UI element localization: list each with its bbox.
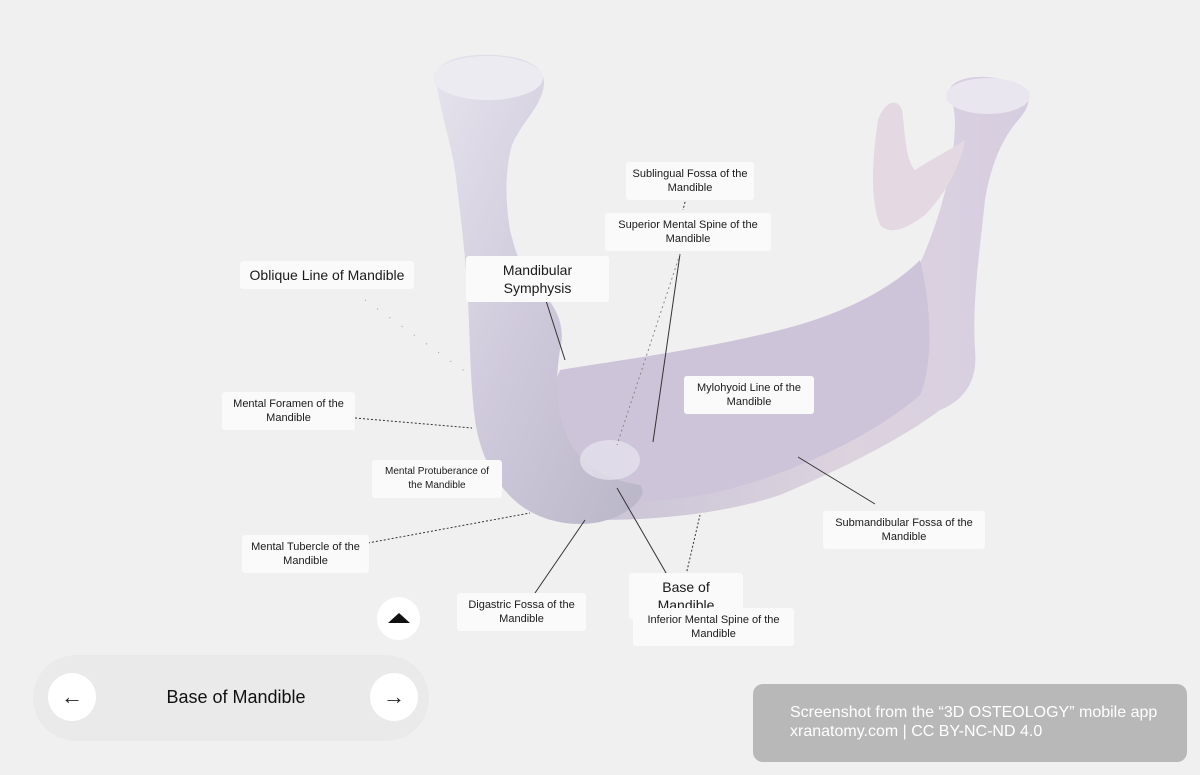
label-mental-foramen[interactable]: Mental Foramen of the Mandible — [222, 392, 355, 430]
current-structure-title: Base of Mandible — [166, 687, 306, 707]
next-structure-button[interactable]: → — [370, 673, 418, 721]
left-condyle — [433, 56, 543, 100]
label-digastric-fossa[interactable]: Digastric Fossa of the Mandible — [457, 593, 586, 631]
arrow-right-icon: → — [383, 684, 405, 709]
label-mylohyoid-line[interactable]: Mylohyoid Line of the Mandible — [684, 376, 814, 414]
toggle-panel-button[interactable] — [377, 597, 420, 640]
caret-up-icon — [388, 613, 410, 623]
label-oblique-line[interactable]: Oblique Line of Mandible — [240, 261, 414, 289]
label-mandibular-symphysis[interactable]: Mandibular Symphysis — [466, 256, 609, 302]
right-condyle — [946, 78, 1030, 114]
structure-navigator: ← Base of Mandible → — [33, 655, 429, 741]
previous-structure-button[interactable]: ← — [48, 673, 96, 721]
label-sublingual-fossa[interactable]: Sublingual Fossa of the Mandible — [626, 162, 754, 200]
label-mental-protuberance[interactable]: Mental Protuberance of the Mandible — [372, 460, 502, 498]
chin-highlight — [580, 440, 640, 480]
credit-watermark: Screenshot from the “3D OSTEOLOGY” mobil… — [753, 684, 1187, 762]
credit-line-2: xranatomy.com | CC BY-NC-ND 4.0 — [790, 723, 1043, 740]
label-superior-mental-spine[interactable]: Superior Mental Spine of the Mandible — [605, 213, 771, 251]
label-mental-tubercle[interactable]: Mental Tubercle of the Mandible — [242, 535, 369, 573]
arrow-left-icon: ← — [61, 684, 83, 709]
label-inferior-mental-spine[interactable]: Inferior Mental Spine of the Mandible — [633, 608, 794, 646]
label-submandibular-fossa[interactable]: Submandibular Fossa of the Mandible — [823, 511, 985, 549]
mandible-coronoid-process — [873, 102, 965, 231]
credit-line-1: Screenshot from the “3D OSTEOLOGY” mobil… — [790, 704, 1158, 721]
mandible-right-ramus — [590, 76, 1029, 520]
